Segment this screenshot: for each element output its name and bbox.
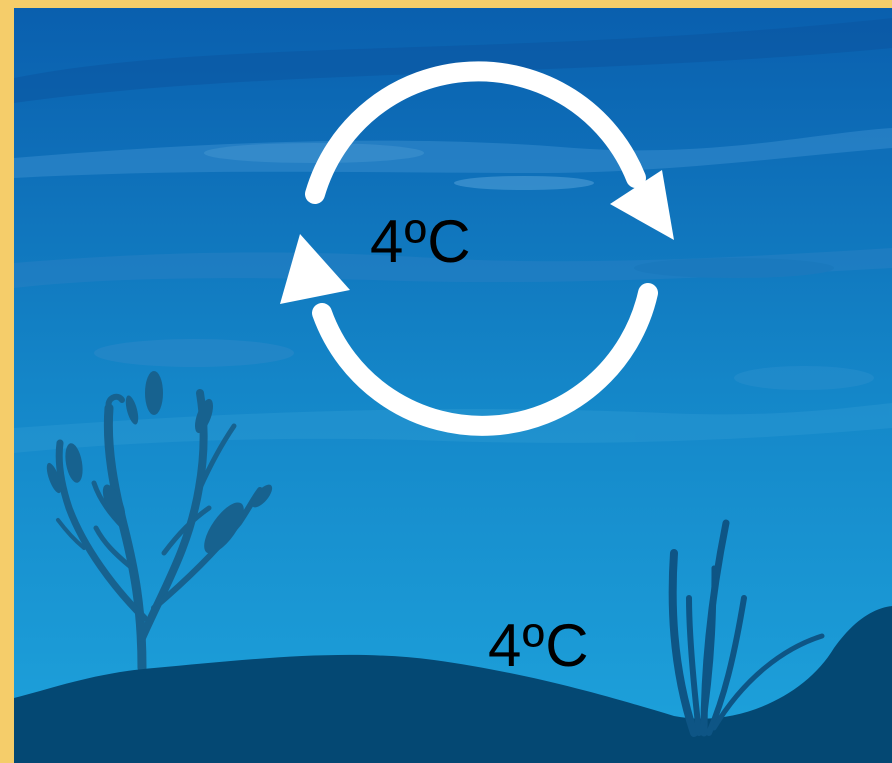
- seaweed-right: [668, 519, 825, 737]
- arrowhead-left: [280, 234, 350, 304]
- temperature-label-bottom: 4ºC: [488, 612, 590, 679]
- seabed: [14, 606, 892, 763]
- circular-arrows-icon: [305, 61, 658, 436]
- water-ripples: [14, 18, 892, 453]
- scene-illustration: [14, 8, 892, 763]
- cycle-arc-bottom: [312, 283, 658, 436]
- arrowhead-right: [610, 170, 674, 240]
- temperature-label-top: 4ºC: [370, 208, 472, 275]
- seaweed-left-leaves: [46, 371, 273, 554]
- seaweed-left: [55, 389, 263, 673]
- cycle-arrowheads: [280, 170, 674, 304]
- underwater-scene: 4ºC 4ºC: [14, 8, 892, 763]
- cycle-arc-top: [305, 61, 646, 204]
